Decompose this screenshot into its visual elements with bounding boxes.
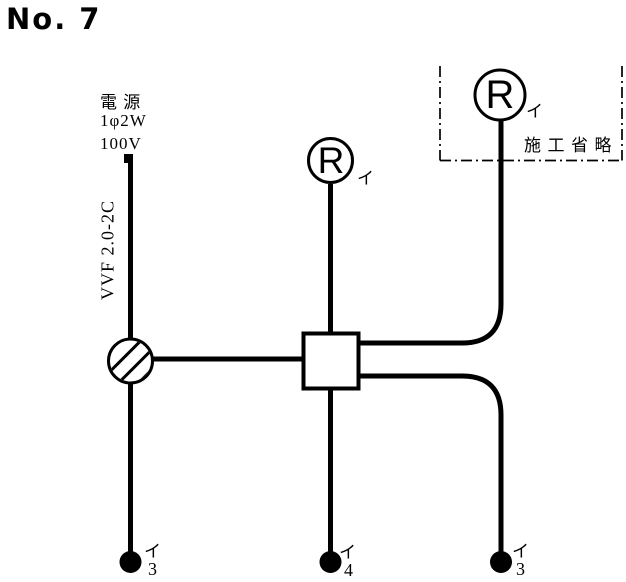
center-lamp-circuit-mark: イ	[357, 169, 374, 188]
power-feed-terminal	[124, 154, 133, 163]
middle-switch-dot	[319, 551, 342, 573]
omitted-lamp-circle	[473, 68, 527, 122]
power-source-label: 電 源	[100, 93, 142, 112]
wire-outletbox-to-omitted-lamp	[358, 120, 504, 346]
middle-switch-way-number: 4	[344, 560, 353, 580]
power-source-phase: 1φ2W	[100, 111, 147, 130]
center-lamp-circle	[307, 137, 354, 184]
power-source-voltage: 100V	[100, 134, 142, 153]
wire-outletbox-to-right-switch	[358, 373, 504, 553]
cable-type-label: VVF 2.0-2C	[97, 199, 118, 301]
vvf-joint-box-symbol	[107, 337, 154, 385]
middle-switch-circuit-mark: イ	[339, 543, 356, 562]
omitted-lamp-receptacle-symbol: R	[485, 72, 515, 117]
page-title: No. 7	[6, 2, 102, 36]
construction-omitted-note: 施工省略	[524, 136, 618, 155]
outlet-box-symbol	[301, 331, 361, 391]
right-switch-way-number: 3	[516, 559, 525, 579]
left-switch-dot	[119, 551, 142, 573]
center-lamp-receptacle-symbol: R	[317, 140, 345, 181]
omission-area-border	[439, 66, 623, 162]
right-switch-dot	[490, 551, 512, 573]
right-switch-circuit-mark: イ	[512, 542, 529, 561]
omitted-lamp-circuit-mark: イ	[526, 102, 543, 121]
left-switch-circuit-mark: イ	[144, 542, 161, 561]
left-switch-way-number: 3	[148, 559, 157, 579]
